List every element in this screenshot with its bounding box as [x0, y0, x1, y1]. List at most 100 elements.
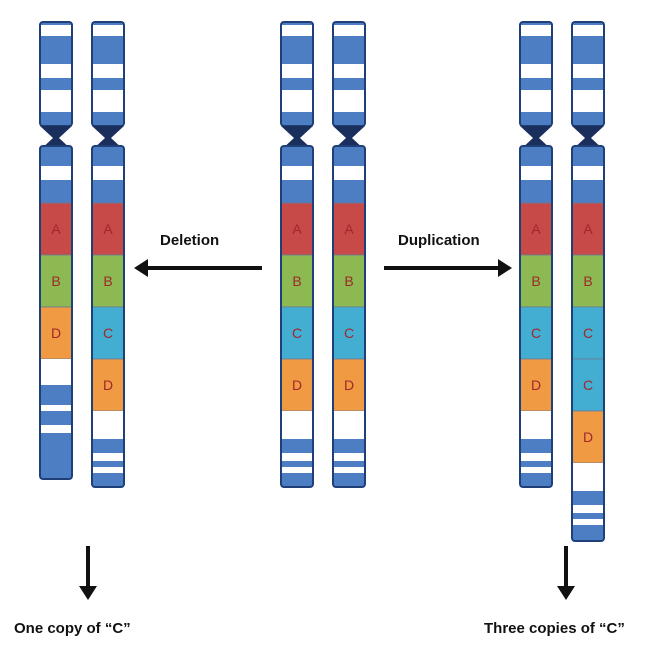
white-band: [520, 64, 552, 78]
white-band: [40, 359, 72, 385]
gene-label: C: [344, 325, 354, 341]
gene-label: A: [531, 221, 541, 237]
gene-label: A: [583, 221, 593, 237]
gene-segment-b: [280, 254, 314, 308]
gene-label: B: [531, 273, 540, 289]
chromosome: A B C D: [280, 21, 314, 488]
centromere: [281, 126, 313, 150]
long-arm-outline: [91, 145, 125, 488]
white-band: [520, 90, 552, 112]
gene-label: D: [531, 377, 541, 393]
long-arm-outline: [571, 145, 605, 542]
white-band: [92, 467, 124, 473]
gene-segment-c: [571, 306, 605, 360]
white-band: [572, 90, 604, 112]
white-band: [281, 90, 313, 112]
deletion-arrow: [134, 259, 262, 277]
arrows: [79, 259, 575, 600]
white-band: [40, 25, 72, 36]
three-copies-arrow: [557, 546, 575, 600]
white-band: [92, 25, 124, 36]
centromere: [520, 126, 552, 150]
long-arm-outline: [39, 145, 73, 480]
chromosome: ABD: [39, 21, 73, 480]
gene-label: A: [292, 221, 302, 237]
one-copy-arrow: [79, 546, 97, 600]
long-arm-outline: [332, 145, 366, 488]
centromere: [333, 126, 365, 150]
white-band: [40, 90, 72, 112]
white-band: [572, 463, 604, 491]
long-arm-outline: [519, 145, 553, 488]
arrow-head: [79, 586, 97, 600]
white-band: [333, 64, 365, 78]
gene-segment-d: [91, 358, 125, 412]
white-band: [333, 90, 365, 112]
centromere: [92, 126, 124, 150]
white-band: [281, 467, 313, 473]
arrow-head: [557, 586, 575, 600]
duplication-arrow: [384, 259, 512, 277]
white-band: [92, 453, 124, 461]
white-band: [92, 90, 124, 112]
arrow-head: [134, 259, 148, 277]
white-band: [40, 425, 72, 433]
gene-label: A: [103, 221, 113, 237]
gene-label: B: [292, 273, 301, 289]
white-band: [281, 25, 313, 36]
gene-label: C: [583, 377, 593, 393]
gene-label: C: [531, 325, 541, 341]
white-band: [572, 166, 604, 180]
gene-label: C: [292, 325, 302, 341]
gene-label: C: [103, 325, 113, 341]
white-band: [520, 411, 552, 439]
white-band: [572, 505, 604, 513]
gene-label: B: [103, 273, 112, 289]
white-band: [40, 405, 72, 411]
gene-label: A: [51, 221, 61, 237]
white-band: [572, 25, 604, 36]
chromosome: A B C D: [91, 21, 125, 488]
gene-segment-d: [332, 358, 366, 412]
arrow-head: [498, 259, 512, 277]
three-copies-label: Three copies of “C”: [484, 620, 625, 637]
gene-segment-c: [280, 306, 314, 360]
chromosome: A B C D: [519, 21, 553, 488]
gene-label: D: [583, 429, 593, 445]
white-band: [40, 166, 72, 180]
gene-segment-d: [280, 358, 314, 412]
gene-label: D: [292, 377, 302, 393]
gene-label: A: [344, 221, 354, 237]
white-band: [572, 519, 604, 525]
white-band: [520, 453, 552, 461]
centromere: [40, 126, 72, 150]
chromosome: A B C C D: [571, 21, 605, 542]
centromere: [572, 126, 604, 150]
white-band: [333, 25, 365, 36]
white-band: [92, 64, 124, 78]
white-band: [40, 64, 72, 78]
gene-label: B: [51, 273, 60, 289]
gene-label: C: [583, 325, 593, 341]
white-band: [333, 467, 365, 473]
white-band: [333, 411, 365, 439]
white-band: [92, 166, 124, 180]
white-band: [281, 166, 313, 180]
gene-segment-c: [571, 358, 605, 412]
gene-label: D: [344, 377, 354, 393]
white-band: [281, 453, 313, 461]
white-band: [281, 411, 313, 439]
white-band: [520, 25, 552, 36]
white-band: [572, 64, 604, 78]
gene-label: D: [103, 377, 113, 393]
white-band: [281, 64, 313, 78]
gene-label: B: [583, 273, 592, 289]
one-copy-label: One copy of “C”: [14, 620, 131, 637]
white-band: [520, 467, 552, 473]
white-band: [333, 166, 365, 180]
white-band: [92, 411, 124, 439]
